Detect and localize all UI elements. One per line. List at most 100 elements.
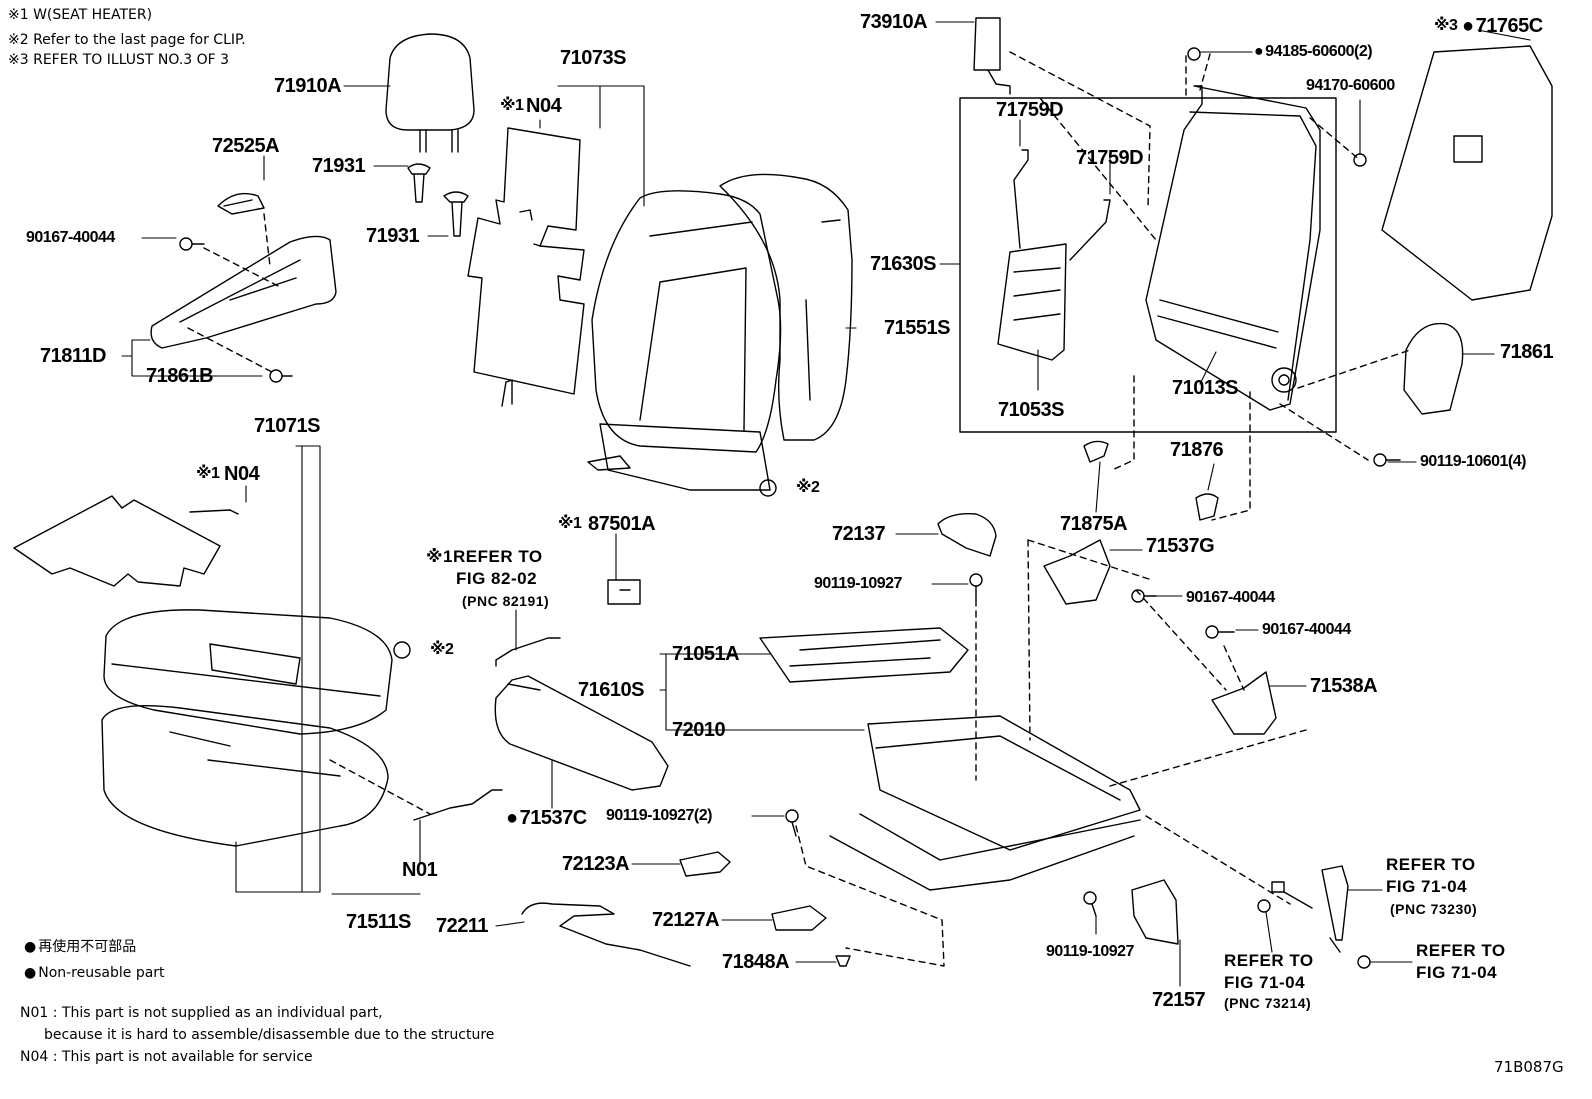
seat-cushion-cover (103, 609, 393, 735)
bolt-90119-10927a (969, 573, 983, 601)
cover-72137 (937, 513, 997, 557)
label-71811D: 71811D (40, 345, 106, 367)
bolt-90119-10601 (1373, 453, 1401, 467)
bezel-72525A (217, 192, 265, 215)
label-71910A: 71910A (274, 75, 342, 97)
label-71861: 71861 (1500, 341, 1554, 363)
label-71053S: 71053S (998, 399, 1064, 421)
label-71765C: 71765C (1462, 16, 1544, 36)
lumbar-dashes (1111, 375, 1251, 521)
label-N04b-mark: ※1 (196, 465, 220, 482)
bracket-71538A (1211, 671, 1277, 735)
label-N04a-mark: ※1 (500, 97, 524, 114)
nut-94170 (1353, 153, 1367, 167)
sensor-dashes (1009, 51, 1157, 241)
label-71848A: 71848A (722, 951, 790, 973)
bolt-90119-10927b (785, 809, 799, 837)
label-71610S: 71610S (578, 679, 644, 701)
label-90167a: 90167-40044 (26, 229, 115, 246)
label-ref-7104-a3: (PNC 73230) (1390, 901, 1478, 917)
label-90119-10927a: 90119-10927 (814, 575, 902, 592)
back-frame-dashes (1185, 53, 1411, 461)
label-ref-7104-a2: FIG 71-04 (1386, 877, 1468, 896)
cover-71861 (1403, 322, 1464, 415)
clip-2a (759, 479, 777, 497)
cushion-frame (829, 715, 1141, 891)
sensor-73910A (973, 17, 1011, 95)
label-71537G: 71537G (1146, 535, 1215, 557)
headrest-guides (407, 163, 469, 237)
cover-72157 (1131, 879, 1179, 945)
label-72137: 72137 (832, 523, 886, 545)
switch-87501A (607, 579, 641, 605)
footnote-n01b: because it is hard to assemble/disassemb… (44, 1027, 495, 1043)
label-71073S: 71073S (560, 47, 626, 69)
bolt-90167c (1205, 625, 1235, 639)
label-clip-2b: ※2 (430, 641, 454, 658)
shield-71610S (494, 675, 669, 791)
label-71537C: 71537C (506, 808, 588, 828)
footnote-n01: N01 : This part is not supplied as an in… (20, 1005, 383, 1021)
seat-back-pad (719, 173, 853, 441)
label-ref-7104-b3: (PNC 73214) (1224, 995, 1312, 1011)
label-72010: 72010 (672, 719, 726, 741)
label-71861B: 71861B (146, 365, 214, 387)
label-90167c: 90167-40044 (1262, 621, 1351, 638)
back-board (1381, 45, 1553, 301)
label-90119-10927c: 90119-10927 (1046, 943, 1134, 960)
label-71551S: 71551S (884, 317, 950, 339)
bolt-90167b (1131, 589, 1157, 603)
label-71013S: 71013S (1172, 377, 1238, 399)
headrest-drawing (385, 33, 475, 153)
label-N01: N01 (402, 859, 438, 881)
cushion-dashes (329, 759, 431, 815)
lumbar-box (959, 97, 1337, 433)
label-ref-7104-c1: REFER TO (1416, 941, 1506, 960)
label-94185: 94185-60600(2) (1254, 44, 1372, 60)
label-72211: 72211 (436, 915, 489, 937)
label-72127A: 72127A (652, 909, 720, 931)
bracket-71875A (1083, 440, 1109, 463)
leader-lines (121, 21, 1531, 987)
label-72123A: 72123A (562, 853, 630, 875)
label-94170: 94170-60600 (1306, 77, 1395, 94)
label-ref-7104-b1: REFER TO (1224, 951, 1314, 970)
lumbar-support (997, 149, 1111, 361)
shield-71811D (150, 235, 337, 383)
clip-2b (393, 641, 411, 659)
label-72157: 72157 (1152, 989, 1206, 1011)
label-72525A: 72525A (212, 135, 280, 157)
note-clip: ※2 Refer to the last page for CLIP. (8, 32, 246, 48)
legend-en: Non-reusable part (24, 966, 164, 980)
label-ref-7104-c2: FIG 71-04 (1416, 963, 1498, 982)
label-71759Db: 71759D (1076, 147, 1144, 169)
label-N04a: N04 (526, 95, 562, 117)
label-87501A-mark: ※1 (558, 515, 582, 532)
back-heater-mat (467, 127, 585, 407)
frame-dashes (795, 539, 1307, 967)
bolt-94185 (1187, 47, 1201, 61)
label-71876: 71876 (1170, 439, 1224, 461)
footnote-n04: N04 : This part is not available for ser… (20, 1049, 313, 1065)
cover-72123A (679, 851, 731, 877)
label-71630S: 71630S (870, 253, 936, 275)
bracket-71537G (1043, 539, 1111, 605)
shield-dashes (187, 213, 283, 373)
label-clip-2a: ※2 (796, 479, 820, 496)
label-ref-82-02-a: ※1REFER TO (426, 547, 543, 566)
cushion-heater-mat (13, 495, 239, 587)
label-ref-7104-b2: FIG 71-04 (1224, 973, 1306, 992)
bolt-90119-10927c (1083, 891, 1097, 917)
label-71765C-mark: ※3 (1434, 17, 1458, 34)
note-seat-heater: ※1 W(SEAT HEATER) (8, 7, 153, 23)
label-90119-10601: 90119-10601(4) (1420, 453, 1526, 470)
label-ref-82-02-b: FIG 82-02 (456, 569, 538, 588)
label-90167b: 90167-40044 (1186, 589, 1275, 606)
label-90119-10927b: 90119-10927(2) (606, 807, 712, 824)
label-73910A: 73910A (860, 11, 928, 33)
label-87501A: 87501A (588, 513, 656, 535)
label-71051A: 71051A (672, 643, 740, 665)
label-71759Da: 71759D (996, 99, 1064, 121)
figure-id: 71B087G (1494, 1058, 1564, 1076)
